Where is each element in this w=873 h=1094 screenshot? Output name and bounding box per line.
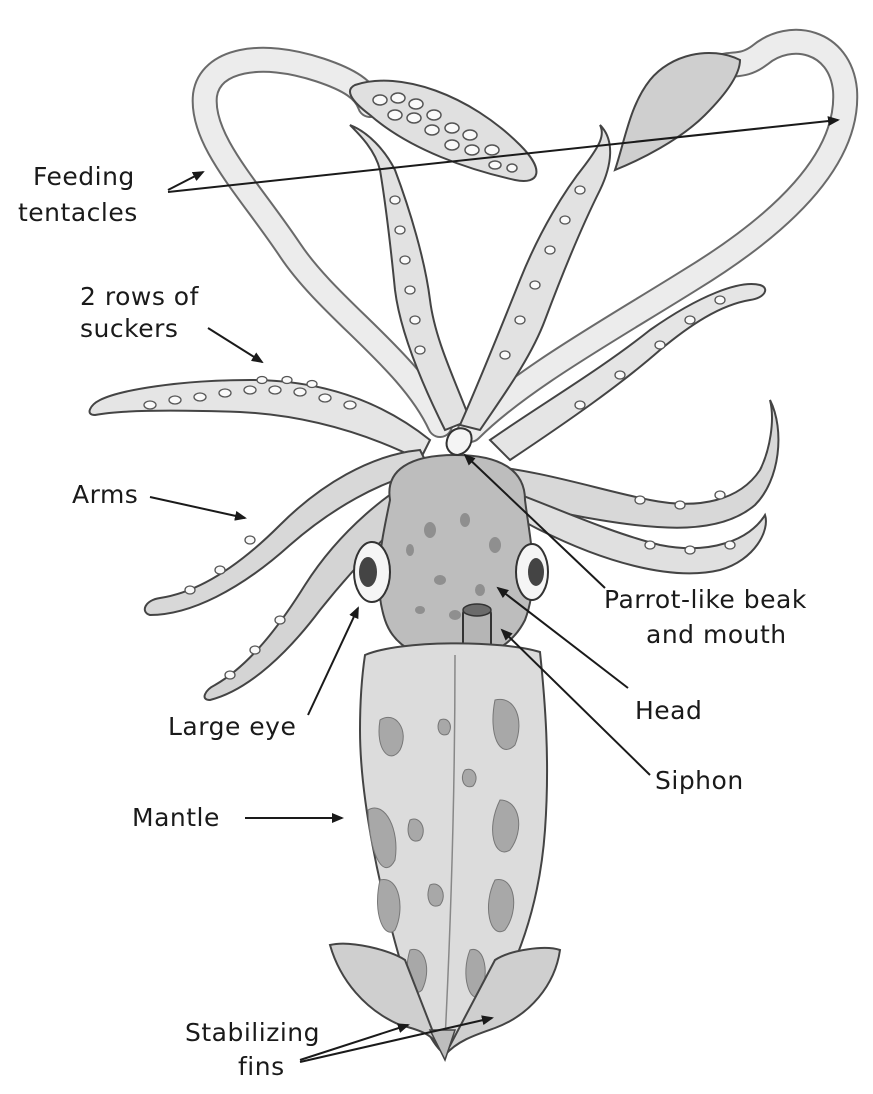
label-feeding-tentacles-line2: tentacles [18, 198, 138, 228]
label-suckers-line1: 2 rows of [80, 282, 199, 312]
arrow-feeding-tentacle-left [168, 172, 203, 190]
label-beak-line2: and mouth [646, 620, 787, 650]
label-mantle: Mantle [132, 803, 220, 833]
label-siphon: Siphon [655, 766, 744, 796]
label-beak-line1: Parrot-like beak [604, 585, 807, 615]
label-fins-line2: fins [238, 1052, 285, 1082]
tentacle-club-right [615, 53, 740, 170]
label-suckers-line2: suckers [80, 314, 178, 344]
label-feeding-tentacles-line1: Feeding [33, 162, 135, 192]
label-head: Head [635, 696, 702, 726]
arrow-suckers [208, 328, 262, 362]
arrow-arms [150, 497, 245, 518]
squid-head [379, 455, 533, 660]
beak-and-mouth [447, 428, 472, 455]
large-eye-right [516, 544, 548, 600]
label-large-eye: Large eye [168, 712, 296, 742]
large-eye-left [354, 542, 390, 602]
label-arms: Arms [72, 480, 138, 510]
arm-side-left [90, 380, 430, 460]
label-fins-line1: Stabilizing [185, 1018, 320, 1048]
arrow-large-eye [308, 608, 358, 715]
